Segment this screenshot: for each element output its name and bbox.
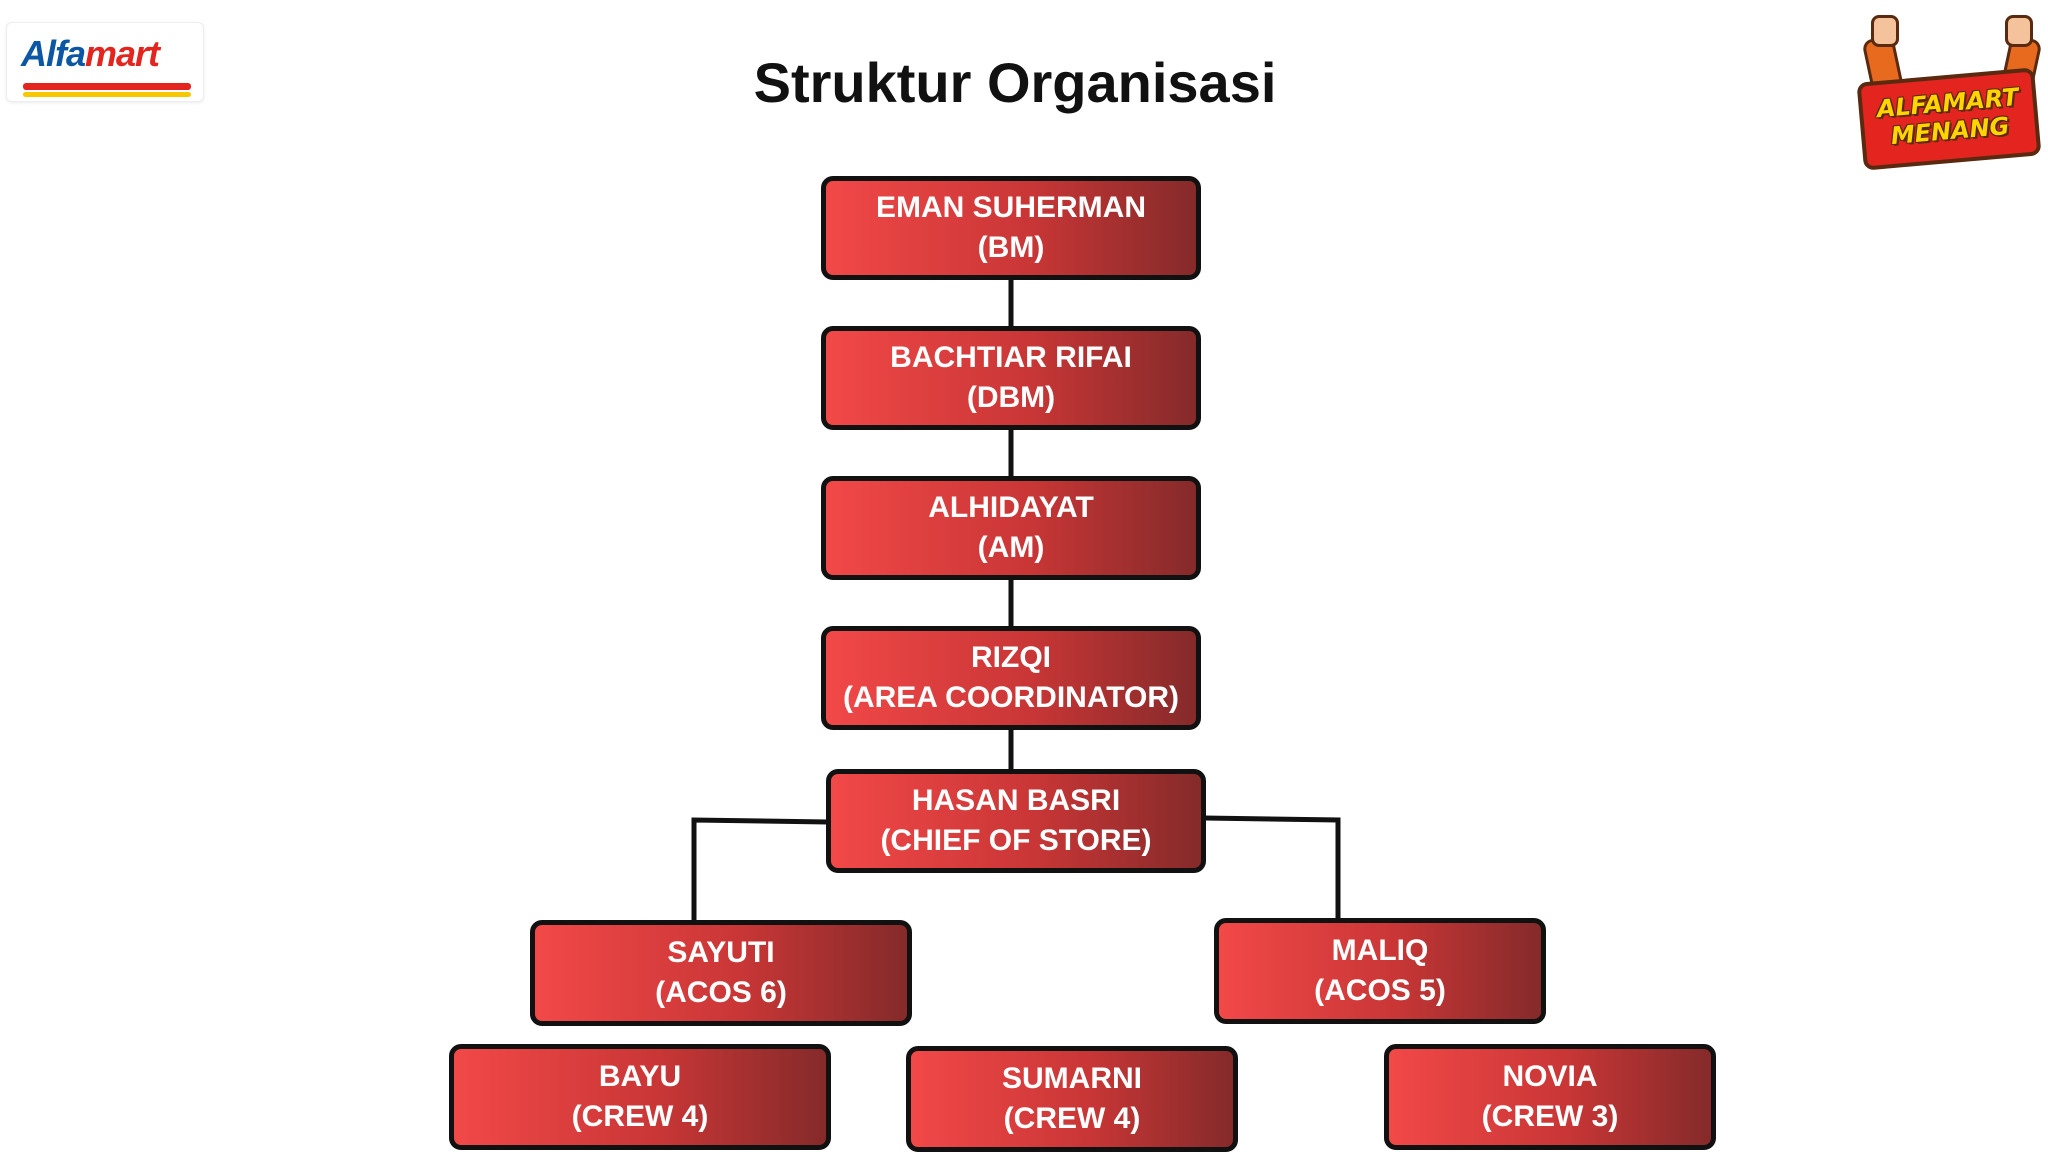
connector-cos-acos5 (1203, 815, 1341, 920)
right-fist-icon (2005, 15, 2033, 47)
logo-mart: mart (85, 33, 160, 74)
node-bayu-role: (CREW 4) (571, 1100, 709, 1133)
logo-wordmark: Alfamart (21, 33, 160, 75)
connector-cos-acos6 (691, 817, 829, 922)
node-acos5-name: MALIQ (1331, 934, 1429, 967)
node-cos-role: (CHIEF OF STORE) (880, 824, 1152, 857)
node-area-coordinator: RIZQI (AREA COORDINATOR) (821, 626, 1201, 730)
node-bm-name: EMAN SUHERMAN (876, 191, 1146, 224)
node-am-name: ALHIDAYAT (928, 491, 1094, 524)
node-novia-name: NOVIA (1502, 1060, 1598, 1093)
node-acos5: MALIQ (ACOS 5) (1214, 918, 1546, 1024)
node-acos6-role: (ACOS 6) (655, 976, 787, 1009)
node-ac-name: RIZQI (971, 641, 1051, 674)
node-novia-role: (CREW 3) (1481, 1100, 1619, 1133)
node-acos6: SAYUTI (ACOS 6) (530, 920, 912, 1026)
node-acos6-name: SAYUTI (667, 936, 775, 969)
left-fist-icon (1871, 15, 1899, 47)
logo-red-stripe (23, 83, 191, 90)
node-dbm-role: (DBM) (966, 381, 1056, 414)
logo-yellow-stripe (23, 92, 191, 97)
node-bm: EMAN SUHERMAN (BM) (821, 176, 1201, 280)
node-ac-role: (AREA COORDINATOR) (842, 681, 1180, 714)
node-bm-role: (BM) (977, 231, 1045, 264)
alfamart-menang-badge: ALFAMART MENANG (1855, 15, 2043, 171)
node-dbm: BACHTIAR RIFAI (DBM) (821, 326, 1201, 430)
node-crew-bayu: BAYU (CREW 4) (449, 1044, 831, 1150)
page-title: Struktur Organisasi (753, 51, 1277, 114)
node-acos5-role: (ACOS 5) (1314, 974, 1446, 1007)
node-am: ALHIDAYAT (AM) (821, 476, 1201, 580)
logo-alfa: Alfa (21, 33, 86, 74)
node-sumarni-role: (CREW 4) (1003, 1102, 1141, 1135)
node-sumarni-name: SUMARNI (1002, 1062, 1142, 1095)
node-crew-sumarni: SUMARNI (CREW 4) (906, 1046, 1238, 1152)
node-cos-name: HASAN BASRI (911, 784, 1121, 817)
node-chief-of-store: HASAN BASRI (CHIEF OF STORE) (826, 769, 1206, 873)
node-am-role: (AM) (977, 531, 1045, 564)
node-crew-novia: NOVIA (CREW 3) (1384, 1044, 1716, 1150)
alfamart-logo: Alfamart (6, 22, 204, 102)
node-bayu-name: BAYU (598, 1060, 682, 1093)
node-dbm-name: BACHTIAR RIFAI (890, 341, 1132, 374)
